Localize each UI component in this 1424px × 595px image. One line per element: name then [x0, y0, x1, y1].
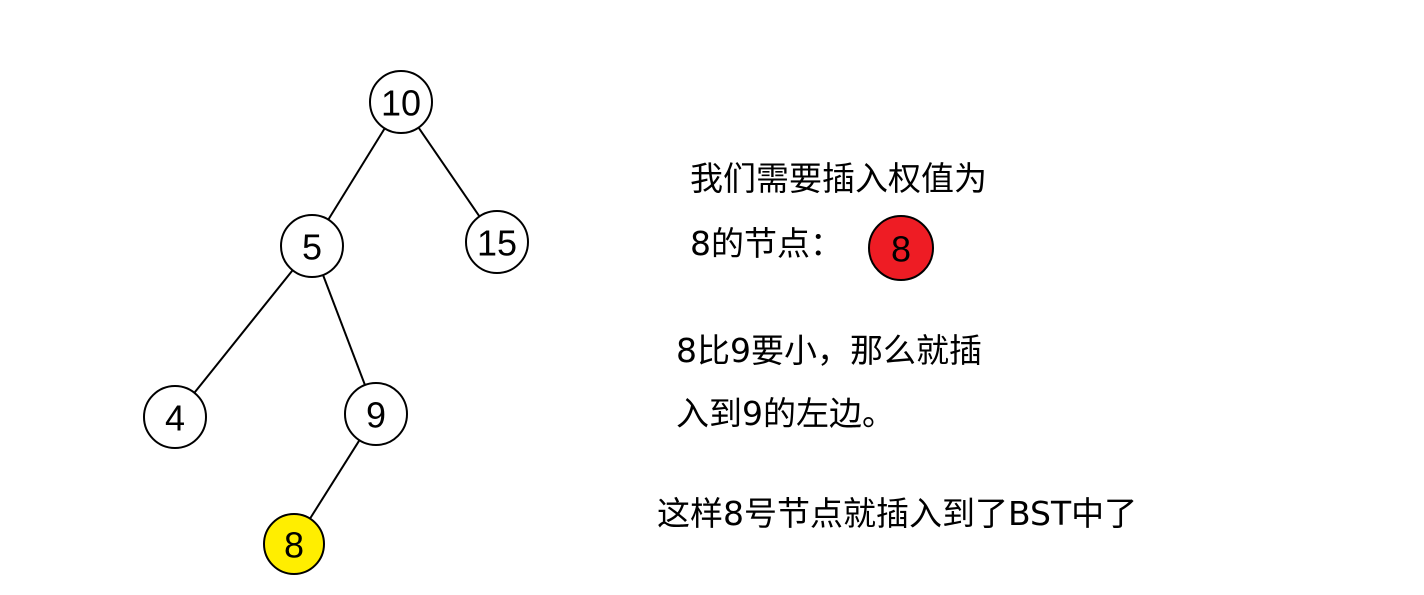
caption-inserted-into-bst: 这样8号节点就插入到了BST中了 — [657, 494, 1138, 533]
caption-insert-left: 入到9的左边。 — [676, 394, 895, 433]
tree-node-label: 8 — [284, 525, 304, 566]
tree-node-label: 9 — [366, 395, 386, 436]
edge-n10-n5 — [327, 127, 386, 221]
tree-node-circle — [143, 385, 207, 449]
tree-node-circle — [344, 382, 408, 446]
edge-n10-n15 — [417, 127, 481, 217]
edge-n5-n4 — [193, 269, 294, 394]
tree-node-10: 10 — [369, 70, 433, 134]
tree-node-9: 9 — [344, 382, 408, 446]
caption-insert-value: 我们需要插入权值为 — [690, 159, 987, 198]
tree-edges — [193, 127, 481, 520]
new-node-circle — [868, 215, 934, 281]
tree-nodes: 10 5 15 4 9 8 — [143, 70, 529, 575]
edge-n5-n9 — [322, 274, 366, 386]
caption-compare: 8比9要小，那么就插 — [676, 331, 982, 370]
tree-node-circle — [280, 214, 344, 278]
tree-node-label: 4 — [165, 398, 185, 439]
tree-node-5: 5 — [280, 214, 344, 278]
tree-node-circle — [465, 210, 529, 274]
new-node-label: 8 — [891, 229, 911, 270]
tree-node-8: 8 — [263, 513, 325, 575]
tree-node-label: 10 — [381, 83, 421, 124]
tree-node-label: 5 — [302, 227, 322, 268]
tree-node-4: 4 — [143, 385, 207, 449]
edge-n9-n8 — [309, 439, 361, 520]
tree-node-circle — [369, 70, 433, 134]
caption-node-label: 8的节点： — [690, 224, 843, 263]
tree-node-circle — [263, 513, 325, 575]
new-node-8: 8 — [868, 215, 934, 281]
tree-node-label: 15 — [477, 223, 517, 264]
tree-node-15: 15 — [465, 210, 529, 274]
